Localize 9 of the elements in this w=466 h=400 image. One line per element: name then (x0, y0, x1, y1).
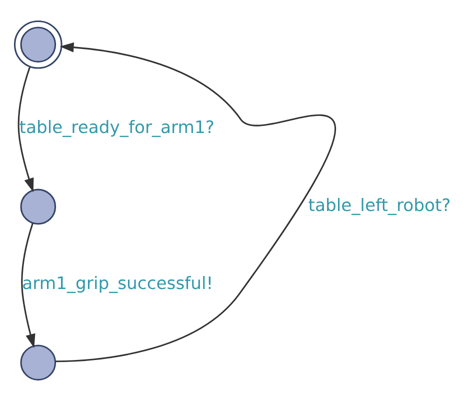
node-circle (14, 20, 62, 68)
arrow (55, 42, 336, 362)
edge-label: table_left_robot? (308, 196, 451, 216)
edge-label: arm1_grip_successful! (22, 274, 214, 294)
edge-label: table_ready_for_arm1? (19, 118, 214, 138)
node-circle (20, 188, 56, 224)
node-circle (20, 344, 56, 380)
arrow (21, 222, 36, 348)
arrow (18, 66, 34, 192)
